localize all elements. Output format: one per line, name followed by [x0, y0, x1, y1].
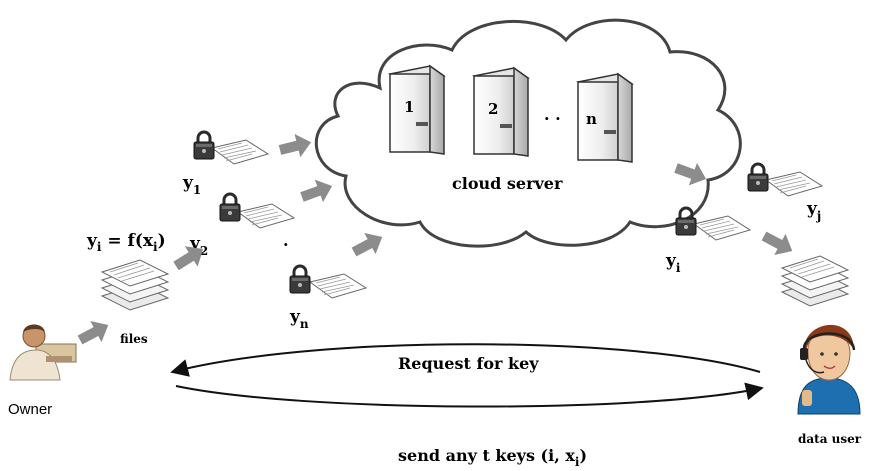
- request-arrow: [170, 343, 761, 377]
- cloud-label: cloud server: [452, 174, 563, 193]
- svg-text:yi = f(xi): yi = f(xi): [86, 231, 166, 254]
- files-label: files: [120, 332, 148, 346]
- share-yj-icon: [746, 162, 823, 197]
- data-user-label: data user: [798, 432, 862, 446]
- share-y1-label: y1: [182, 173, 201, 197]
- files-stack-icon: [101, 259, 169, 311]
- server-1-label: 1: [404, 98, 414, 116]
- server-1: [388, 64, 446, 155]
- send-arrow: [175, 382, 764, 408]
- share-dots: .: [283, 231, 289, 250]
- owner-icon: [9, 324, 77, 381]
- share-yn-label: yn: [289, 307, 309, 331]
- server-2: [472, 66, 530, 157]
- data-user-icon: [797, 324, 861, 415]
- share-yj-label: yj: [806, 199, 821, 223]
- share-y2-icon: [218, 192, 295, 229]
- server-n-label: n: [586, 110, 597, 128]
- send-label: send any t keys (i, xi): [398, 446, 587, 469]
- server-n: [576, 72, 634, 163]
- share-yi-label: yi: [665, 251, 681, 275]
- share-y1-icon: [192, 130, 269, 165]
- request-label: Request for key: [398, 354, 539, 373]
- owner-label: Owner: [8, 401, 52, 418]
- server-ellipsis: . .: [544, 105, 561, 124]
- server-2-label: 2: [488, 100, 498, 118]
- received-files-stack-icon: [781, 255, 849, 307]
- share-yn-icon: [288, 264, 367, 299]
- formula-label: yi = f(xi): [86, 231, 166, 254]
